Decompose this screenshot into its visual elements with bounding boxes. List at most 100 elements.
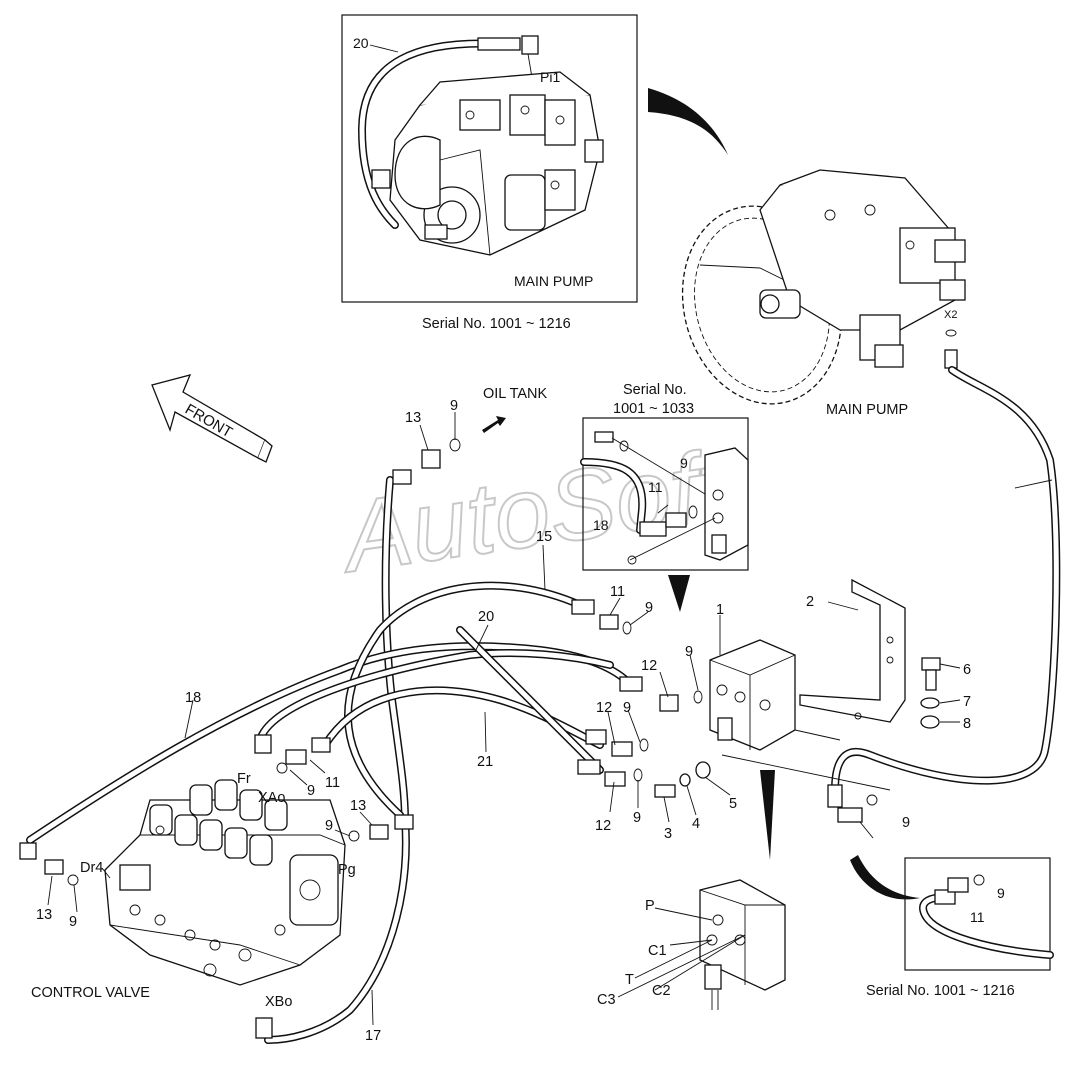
main-pump-drawing	[681, 169, 966, 405]
callout-6: 6	[963, 662, 971, 678]
front-arrow: FRONT	[151, 374, 273, 463]
callout-9-dr4: 9	[69, 914, 77, 930]
washer-8	[920, 715, 940, 729]
cv-port-pg: Pg	[338, 862, 356, 878]
top-inset-title: MAIN PUMP	[514, 273, 593, 289]
fitting-12-a	[659, 694, 679, 712]
fitting-13-pg	[369, 824, 389, 840]
leader-lines	[47, 412, 1053, 1026]
callout-9-cv: 9	[307, 783, 315, 799]
callout-8: 8	[963, 716, 971, 732]
top-inset: 20 Pi1 MAIN PUMP	[341, 14, 638, 303]
callout-9-top: 9	[450, 398, 458, 414]
callout-2: 2	[806, 594, 814, 610]
port-leaders	[617, 907, 746, 998]
main-pump-title: MAIN PUMP	[826, 402, 908, 418]
port-label-c2: C2	[652, 983, 671, 999]
br-pointer-arrow	[850, 855, 920, 900]
x2-oring	[945, 329, 957, 337]
watermark: AutoSoft	[333, 429, 738, 595]
port-label-c3: C3	[597, 992, 616, 1008]
bracket-2	[799, 578, 906, 723]
callout-13-dr4: 13	[36, 907, 52, 923]
bolt-6	[921, 657, 941, 671]
callout-7: 7	[963, 694, 971, 710]
fitting-11-cv	[285, 749, 307, 765]
br-inset-callout-11: 11	[970, 909, 985, 925]
washer-7	[920, 697, 940, 709]
cv-port-xao: XAo	[258, 790, 285, 806]
port-label-p: P	[645, 898, 655, 914]
mid-inset-callout-9: 9	[680, 455, 688, 471]
callout-9-a: 9	[645, 600, 653, 616]
br-inset-caption: Serial No. 1001 ~ 1216	[866, 983, 1015, 999]
main-pump-port-x2: X2	[944, 309, 957, 321]
mid-inset-caption-2: 1001 ~ 1033	[613, 401, 694, 417]
washer-5	[695, 761, 711, 779]
top-inset-port-pi1: Pi1	[540, 69, 560, 85]
hose-19	[321, 686, 604, 749]
callout-9-e: 9	[902, 815, 910, 831]
inset-main-pump-drawing	[371, 71, 604, 256]
bottom-pointer-arrow	[760, 770, 775, 860]
callout-17-label: 17	[365, 1028, 381, 1044]
top-pointer-arrow	[648, 88, 728, 155]
callout-13-pg: 13	[350, 798, 366, 814]
mid-inset-callout-11: 11	[648, 479, 663, 495]
callout-12-a: 12	[641, 658, 657, 674]
bolt-3	[654, 784, 676, 798]
callout-5: 5	[729, 796, 737, 812]
callout-9-b: 9	[685, 644, 693, 660]
fitting-21	[837, 807, 863, 823]
callout-13-top: 13	[405, 410, 421, 426]
x2-fitting	[944, 349, 958, 369]
inset-elbow-fitting	[521, 35, 539, 55]
cv-port-xbo: XBo	[265, 994, 292, 1010]
br-inset-callout-9: 9	[997, 885, 1005, 901]
port-block	[699, 879, 786, 1010]
hose-20	[831, 366, 1061, 794]
top-inset-frame	[341, 14, 638, 303]
cv-port-fr: Fr	[237, 771, 251, 787]
top-inset-caption: Serial No. 1001 ~ 1216	[422, 316, 571, 332]
control-valve-drawing	[104, 779, 346, 986]
mid-inset: 9 11 18	[580, 417, 749, 571]
fitting-12-b	[611, 741, 633, 757]
mid-pointer-arrow	[668, 575, 690, 612]
control-valve-title: CONTROL VALVE	[31, 985, 150, 1001]
callout-18: 20	[478, 609, 494, 625]
callout-19: 21	[477, 754, 493, 770]
port-label-t: T	[625, 972, 634, 988]
callout-12-c: 12	[595, 818, 611, 834]
callout-numbers: 13 9 15 11 9 1 2 9 12 9 12 12 9 3 4 5 6 …	[36, 398, 971, 1044]
fitting-12-c	[604, 771, 626, 787]
oil-tank-label: OIL TANK	[483, 386, 548, 402]
mid-inset-caption-1: Serial No.	[623, 382, 687, 398]
top-inset-callout-20: 20	[353, 35, 369, 51]
callout-9-c: 9	[623, 700, 631, 716]
callout-9-pg: 9	[325, 818, 333, 834]
callout-16: 18	[185, 690, 201, 706]
br-inset: 9 11	[904, 857, 1054, 971]
br-inset-frame	[904, 857, 1051, 971]
fitting-13-dr4	[44, 859, 64, 875]
callout-11-cv: 11	[325, 775, 340, 791]
callout-12-b: 12	[596, 700, 612, 716]
fittings	[19, 438, 878, 1039]
fitting-11	[599, 614, 619, 630]
callout-11: 11	[610, 584, 625, 600]
callout-1: 1	[716, 602, 724, 618]
port-label-c1: C1	[648, 943, 667, 959]
callout-3: 3	[664, 826, 672, 842]
valve-block-1	[709, 639, 796, 751]
fitting-13-top	[421, 449, 441, 469]
inset-hose-fitting	[477, 37, 521, 51]
callout-15: 15	[536, 529, 552, 545]
cv-port-dr4: Dr4	[80, 860, 103, 876]
mid-inset-callout-18: 18	[593, 517, 609, 533]
washer-4	[679, 773, 691, 787]
callout-4: 4	[692, 816, 700, 832]
callout-9-d: 9	[633, 810, 641, 826]
